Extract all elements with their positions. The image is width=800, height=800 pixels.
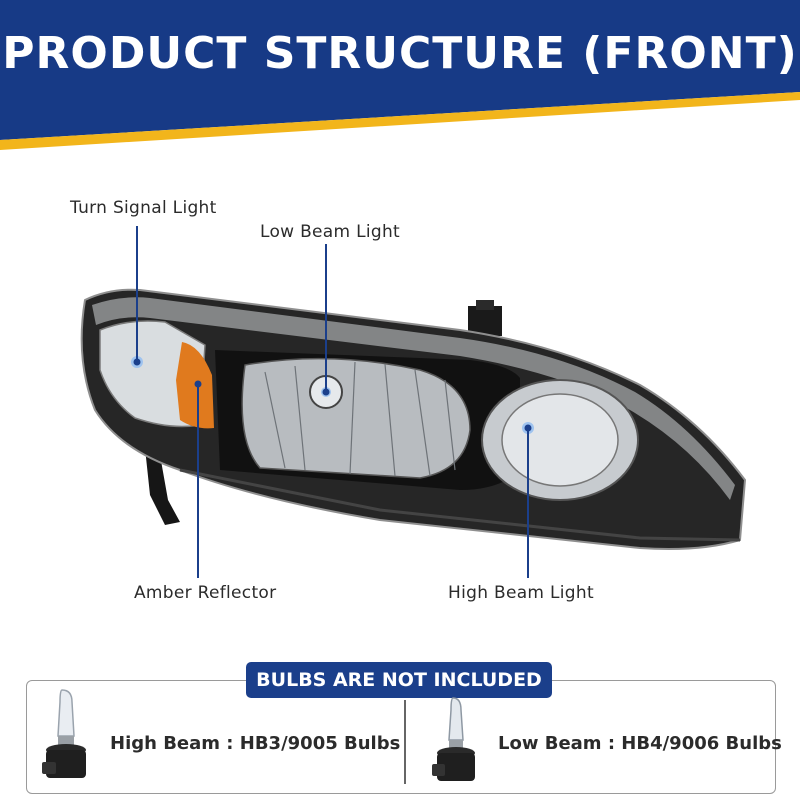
hb4-bulb-icon [432, 697, 475, 781]
lower-bracket [145, 448, 180, 525]
high-beam-bulb-text: High Beam : HB3/9005 Bulbs [110, 733, 401, 754]
header-banner: PRODUCT STRUCTURE (FRONT) [0, 0, 800, 150]
low-beam-reflector [241, 357, 471, 479]
mounting-bracket [468, 300, 502, 336]
lower-trim [179, 468, 741, 542]
headlamp-illustration [80, 226, 747, 578]
high-beam-label: High Beam Light [448, 583, 594, 603]
amber-reflector-label: Amber Reflector [134, 583, 277, 603]
header-background [0, 0, 800, 150]
page-title: PRODUCT STRUCTURE (FRONT) [2, 28, 798, 79]
turn-signal-label: Turn Signal Light [70, 198, 217, 218]
hb3-bulb-icon [42, 689, 86, 778]
low-beam-label: Low Beam Light [260, 222, 401, 242]
lens-reflection [92, 297, 735, 500]
bulbs-divider [404, 700, 406, 784]
high-beam-reflector [501, 393, 619, 487]
low-beam-bulb-text: Low Beam : HB4/9006 Bulbs [498, 733, 782, 754]
reflector-facets [264, 361, 456, 477]
callout-dots [133, 358, 532, 432]
callout-lines [136, 226, 529, 578]
bulbs-not-included-banner: BULBS ARE NOT INCLUDED [246, 662, 552, 698]
